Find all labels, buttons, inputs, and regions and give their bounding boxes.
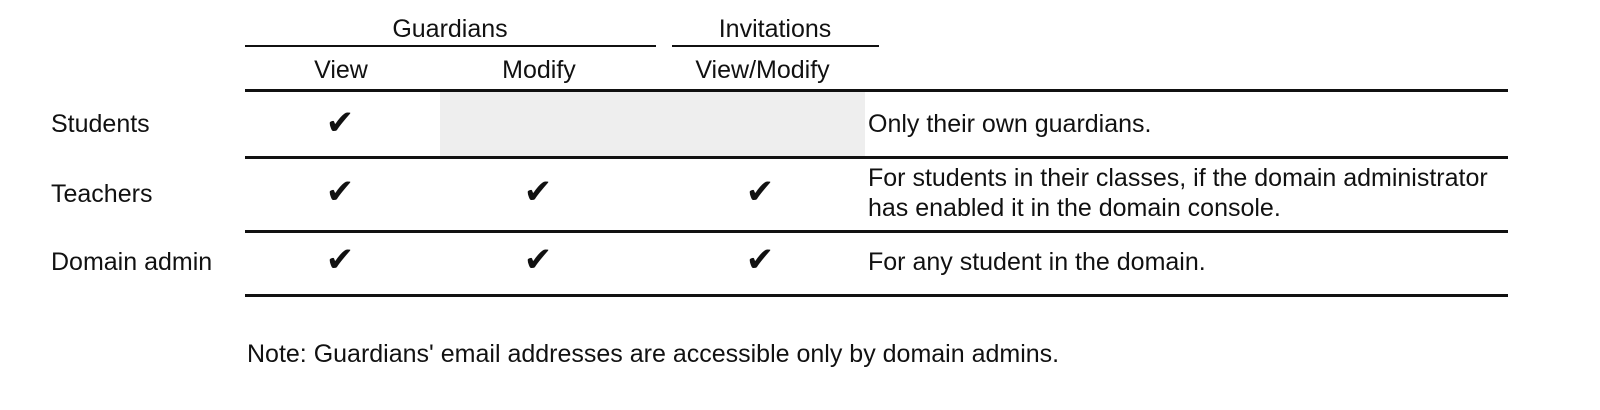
- row-label-domain-admin: Domain admin: [51, 248, 213, 276]
- checkmark-students-guardians-view: ✔: [325, 103, 355, 143]
- row-label-teachers: Teachers: [51, 180, 153, 208]
- column-header-guardians-modify: Modify: [502, 56, 576, 84]
- disabled-cell-band-students: [440, 92, 865, 156]
- table-rule-after-teachers: [245, 230, 1508, 233]
- checkmark-domain-admin-guardians-view: ✔: [325, 240, 355, 280]
- table-rule-bottom: [245, 294, 1508, 297]
- checkmark-domain-admin-guardians-modify: ✔: [523, 240, 553, 280]
- column-header-guardians-view: View: [314, 56, 368, 84]
- table-note: Note: Guardians' email addresses are acc…: [247, 340, 1060, 368]
- checkmark-teachers-invitations-view-modify: ✔: [745, 172, 775, 212]
- row-description-teachers-line2: has enabled it in the domain console.: [868, 193, 1281, 222]
- row-description-teachers: For students in their classes, if the do…: [868, 164, 1488, 223]
- table-rule-top: [245, 89, 1508, 92]
- checkmark-teachers-guardians-view: ✔: [325, 172, 355, 212]
- row-description-students: Only their own guardians.: [868, 110, 1152, 138]
- row-description-teachers-line1: For students in their classes, if the do…: [868, 164, 1488, 192]
- group-rule-guardians: [245, 45, 656, 47]
- table-rule-after-students: [245, 156, 1508, 159]
- checkmark-domain-admin-invitations-view-modify: ✔: [745, 240, 775, 280]
- row-description-domain-admin: For any student in the domain.: [868, 248, 1206, 276]
- group-rule-invitations: [672, 45, 879, 47]
- column-header-invitations-view-modify: View/Modify: [695, 56, 830, 84]
- checkmark-teachers-guardians-modify: ✔: [523, 172, 553, 212]
- column-group-header-guardians: Guardians: [392, 15, 508, 43]
- column-group-header-invitations: Invitations: [718, 15, 832, 43]
- row-label-students: Students: [51, 110, 150, 138]
